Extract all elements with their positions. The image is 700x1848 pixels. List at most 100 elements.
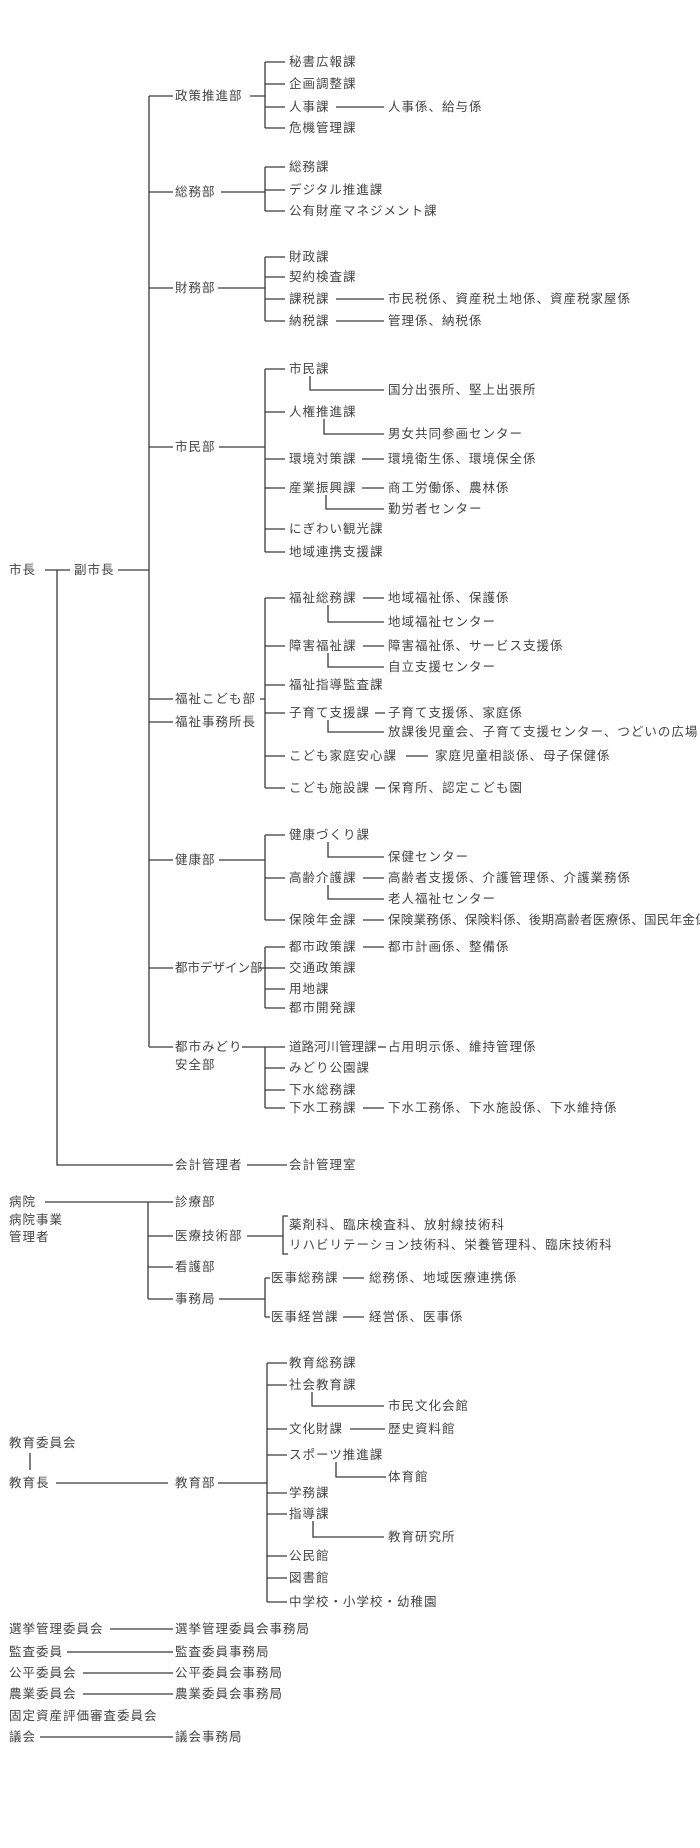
section: 道路河川管理課 <box>289 1039 377 1054</box>
facility: 体育館 <box>388 1469 429 1484</box>
section: 産業振興課 <box>289 480 357 495</box>
section: 契約検査課 <box>289 269 357 284</box>
committee: 農業委員会 <box>9 1686 77 1701</box>
department: 財務部 <box>175 280 216 295</box>
department: 市民部 <box>175 439 216 454</box>
section: 人権推進課 <box>289 404 357 419</box>
units: 保険業務係、保険料係、後期高齢者医療係、国民年金係 <box>388 912 700 927</box>
section: 公民館 <box>289 1548 330 1563</box>
section: 福祉総務課 <box>289 590 357 605</box>
department: 総務部 <box>175 184 216 199</box>
units: 環境衛生係、環境保全係 <box>388 451 537 466</box>
committee-office: 監査委員事務局 <box>175 1644 270 1659</box>
units: リハビリテーション技術科、栄養管理科、臨床技術科 <box>289 1237 613 1252</box>
committee-office: 農業委員会事務局 <box>175 1686 284 1701</box>
committee: 公平委員会 <box>9 1665 77 1680</box>
committee-office: 選挙管理委員会事務局 <box>175 1621 311 1636</box>
section: 保険年金課 <box>289 912 357 927</box>
committee: 監査委員 <box>9 1644 64 1659</box>
accounting-head: 会計管理者 <box>175 1157 243 1172</box>
units: 管理係、納税係 <box>388 313 483 328</box>
facility: 教育研究所 <box>388 1529 456 1544</box>
units: 障害福祉係、サービス支援係 <box>388 638 564 653</box>
section: みどり公園課 <box>289 1060 371 1075</box>
mayor: 市長 <box>9 562 37 577</box>
section: こども施設課 <box>289 780 371 795</box>
section: 健康づくり課 <box>289 827 371 842</box>
units: 人事係、給与係 <box>388 99 483 114</box>
department: 都市デザイン部 <box>175 960 263 975</box>
section: 障害福祉課 <box>289 638 357 653</box>
units: 総務係、地域医療連携係 <box>369 1270 518 1285</box>
department: 福祉こども部 <box>175 691 257 706</box>
section: 地域連携支援課 <box>289 544 384 559</box>
facility: 自立支援センター <box>388 659 497 674</box>
section: デジタル推進課 <box>289 182 384 197</box>
section: 中学校・小学校・幼稚園 <box>289 1594 438 1609</box>
section: 都市開発課 <box>289 1000 357 1015</box>
section: 医事総務課 <box>271 1270 339 1285</box>
units: 市民税係、資産税土地係、資産税家屋係 <box>388 291 632 306</box>
section: スポーツ推進課 <box>289 1447 384 1462</box>
committee-office: 議会事務局 <box>175 1729 243 1744</box>
facility: 男女共同参画センター <box>388 426 524 441</box>
section: 納税課 <box>289 313 330 328</box>
section: 環境対策課 <box>289 451 357 466</box>
education-department: 教育部 <box>175 1475 216 1490</box>
section: 市民課 <box>289 361 330 376</box>
section: 指導課 <box>289 1506 330 1521</box>
department: 健康部 <box>175 852 216 867</box>
facility: 歴史資料館 <box>388 1421 456 1436</box>
connector-line <box>29 1362 386 1603</box>
section: 危機管理課 <box>289 120 357 135</box>
deputy-mayor: 副市長 <box>74 562 115 577</box>
connector-line <box>45 1201 364 1318</box>
facility: 放課後児童会、子育て支援センター、つどいの広場 <box>388 724 699 739</box>
units: 下水工務係、下水施設係、下水維持係 <box>388 1100 618 1115</box>
education-board: 教育委員会 <box>9 1435 77 1450</box>
connector-line <box>149 95 173 1048</box>
department: 政策推進部 <box>175 88 243 103</box>
hospital-department: 看護部 <box>175 1259 216 1274</box>
facility: 勤労者センター <box>388 501 483 516</box>
facility: 老人福祉センター <box>388 891 497 906</box>
connector-line <box>265 61 285 1109</box>
committee: 固定資産評価審査委員会 <box>9 1708 158 1723</box>
connector-line <box>40 1628 173 1738</box>
section: 下水工務課 <box>289 1100 357 1115</box>
units: 地域福祉係、保護係 <box>388 590 510 605</box>
connector-line <box>309 376 384 900</box>
units: 子育て支援係、家庭係 <box>388 705 524 720</box>
units: 経営係、医事係 <box>369 1309 464 1324</box>
hospital-department: 診療部 <box>175 1194 216 1209</box>
section: 用地課 <box>289 981 330 996</box>
hospital-department: 医療技術部 <box>175 1228 243 1243</box>
section: こども家庭安心課 <box>289 748 398 763</box>
hospital-title: 管理者 <box>9 1229 50 1244</box>
section: 財政課 <box>289 249 330 264</box>
section: 課税課 <box>289 291 330 306</box>
section: 医事経営課 <box>271 1309 339 1324</box>
facility: 市民文化会館 <box>388 1398 470 1413</box>
units: 家庭児童相談係、母子保健係 <box>435 748 611 763</box>
committee: 選挙管理委員会 <box>9 1621 104 1636</box>
section: 下水総務課 <box>289 1082 357 1097</box>
section: 秘書広報課 <box>289 54 357 69</box>
section: 企画調整課 <box>289 76 357 91</box>
hospital-title: 病院事業 <box>9 1212 64 1227</box>
section: 福祉指導監査課 <box>289 677 384 692</box>
units: 都市計画係、整備係 <box>388 939 510 954</box>
section: 教育総務課 <box>289 1355 357 1370</box>
department: 都市みどり <box>175 1039 243 1054</box>
units: 占用明示係、維持管理係 <box>388 1039 537 1054</box>
committee: 議会 <box>9 1729 37 1744</box>
section: 総務課 <box>289 159 330 174</box>
units: 保育所、認定こども園 <box>388 780 524 795</box>
section: 都市政策課 <box>289 939 357 954</box>
section: 図書館 <box>289 1570 330 1585</box>
section: にぎわい観光課 <box>289 521 384 536</box>
hospital-title: 病院 <box>9 1194 37 1209</box>
hospital-department: 事務局 <box>175 1291 216 1306</box>
section: 社会教育課 <box>289 1377 357 1392</box>
